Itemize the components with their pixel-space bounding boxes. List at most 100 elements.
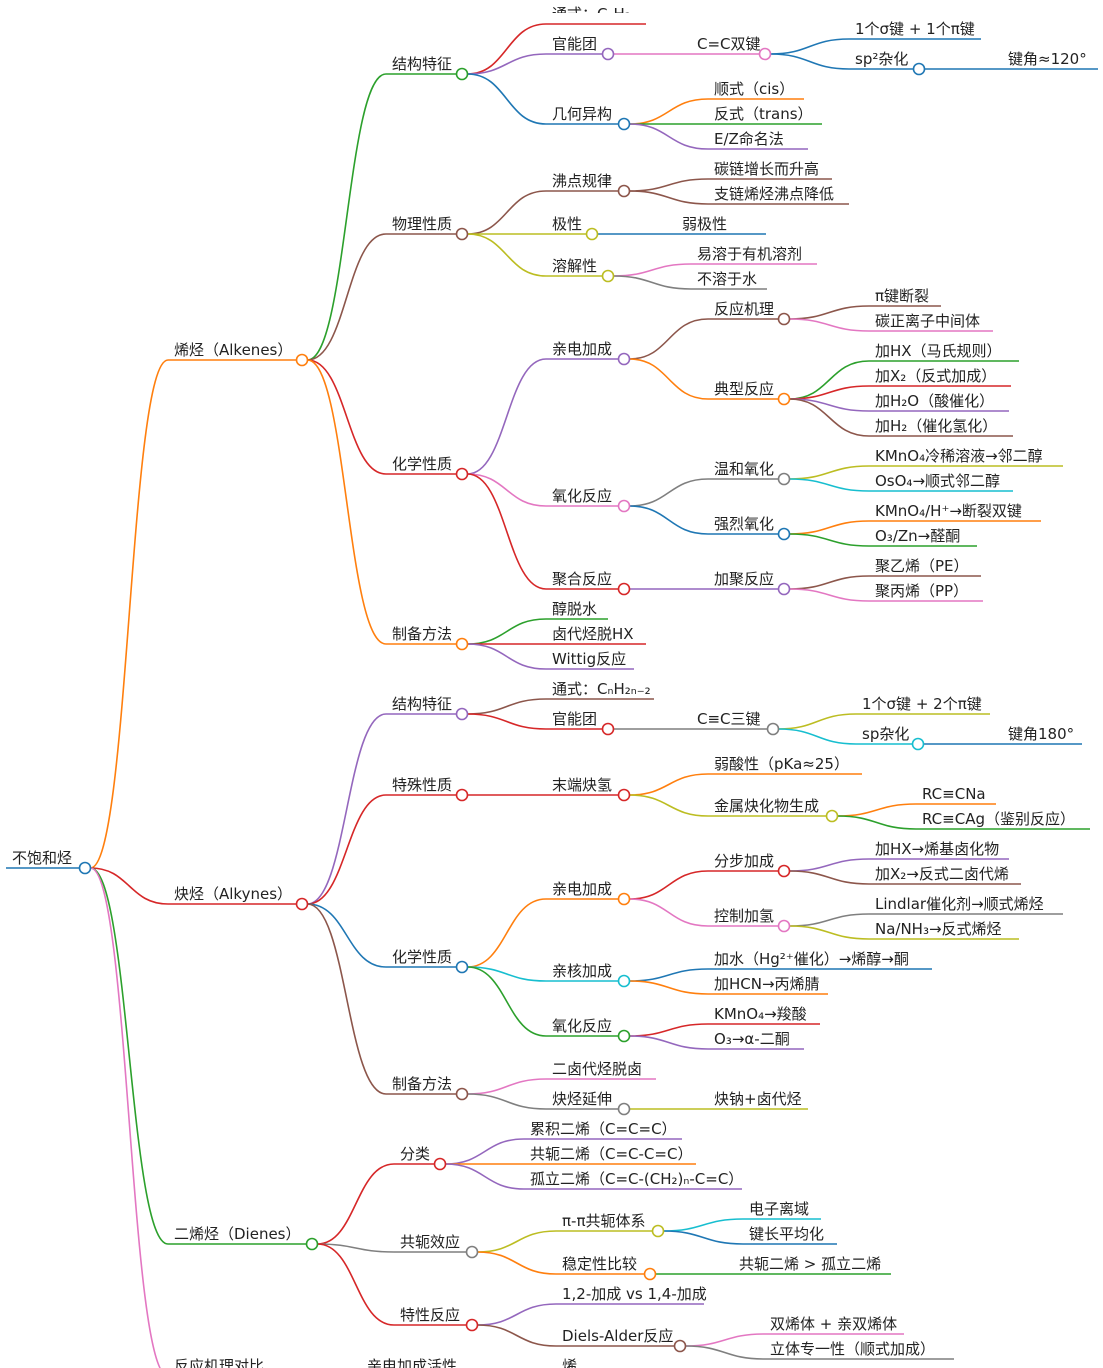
- node-toggle[interactable]: [777, 312, 791, 326]
- branch-connector: [789, 533, 870, 547]
- node-label: Wittig反应: [552, 650, 626, 668]
- branch-connector: [467, 473, 547, 590]
- node-label: 反式（trans）: [714, 105, 813, 123]
- node-toggle[interactable]: [777, 582, 791, 596]
- branch-connector: [613, 275, 692, 290]
- node-toggle[interactable]: [651, 1224, 665, 1238]
- branch-connector: [789, 478, 870, 492]
- branch-connector: [467, 358, 547, 475]
- node-toggle[interactable]: [617, 974, 631, 988]
- node-label: 加HCN→丙烯腈: [714, 975, 820, 993]
- node-label: 典型反应: [714, 380, 774, 398]
- node-toggle[interactable]: [78, 861, 92, 875]
- node-toggle[interactable]: [673, 1339, 687, 1353]
- node-toggle[interactable]: [617, 117, 631, 131]
- branch-connector: [685, 1345, 765, 1360]
- node-label: 顺式（cis）: [714, 80, 794, 98]
- node-label: 加HX→烯基卤化物: [875, 840, 999, 858]
- branch-connector: [467, 190, 547, 235]
- node-label: E/Z命名法: [714, 130, 784, 148]
- node-label: 加X₂→反式二卤代烯: [875, 865, 1009, 883]
- node-toggle[interactable]: [601, 47, 615, 61]
- node-toggle[interactable]: [617, 582, 631, 596]
- node-toggle[interactable]: [777, 527, 791, 541]
- node-toggle[interactable]: [777, 919, 791, 933]
- branch-connector: [467, 1093, 547, 1110]
- node-toggle[interactable]: [617, 1102, 631, 1116]
- node-toggle[interactable]: [455, 67, 469, 81]
- branch-connector: [663, 1218, 744, 1232]
- node-label: 烯: [562, 1357, 577, 1368]
- node-toggle[interactable]: [455, 788, 469, 802]
- node-toggle[interactable]: [295, 353, 309, 367]
- node-label: RC≡CAg（鉴别反应）: [922, 810, 1075, 828]
- node-toggle[interactable]: [617, 352, 631, 366]
- branch-connector: [307, 903, 387, 968]
- branch-connector: [307, 359, 387, 475]
- node-toggle[interactable]: [585, 227, 599, 241]
- node-toggle[interactable]: [911, 737, 925, 751]
- node-toggle[interactable]: [617, 788, 631, 802]
- node-toggle[interactable]: [825, 809, 839, 823]
- branch-connector: [629, 123, 709, 150]
- node-toggle[interactable]: [455, 1087, 469, 1101]
- node-label: 二烯烃（Dienes）: [174, 1225, 301, 1243]
- node-toggle[interactable]: [777, 472, 791, 486]
- node-label: 孤立二烯（C=C-(CH₂)ₙ-C=C）: [530, 1170, 743, 1188]
- node-toggle[interactable]: [617, 184, 631, 198]
- node-toggle[interactable]: [777, 392, 791, 406]
- branch-connector: [467, 966, 547, 1037]
- node-toggle[interactable]: [617, 1029, 631, 1043]
- node-toggle[interactable]: [617, 892, 631, 906]
- branch-connector: [467, 1078, 547, 1095]
- node-toggle[interactable]: [601, 722, 615, 736]
- node-label: 氧化反应: [552, 1017, 612, 1035]
- node-label: 1,2-加成 vs 1,4-加成: [562, 1285, 707, 1303]
- branch-connector: [467, 618, 547, 645]
- branch-connector: [789, 360, 870, 400]
- branch-connector: [629, 478, 709, 507]
- node-toggle[interactable]: [643, 1267, 657, 1281]
- branch-connector: [629, 505, 709, 535]
- node-toggle[interactable]: [455, 637, 469, 651]
- node-toggle[interactable]: [601, 269, 615, 283]
- branch-connector: [467, 698, 547, 715]
- node-label: 反应机理: [714, 300, 774, 318]
- node-toggle[interactable]: [758, 47, 772, 61]
- node-toggle[interactable]: [455, 227, 469, 241]
- node-toggle[interactable]: [455, 960, 469, 974]
- node-toggle[interactable]: [455, 707, 469, 721]
- node-label: 立体专一性（顺式加成）: [770, 1340, 935, 1358]
- branch-connector: [317, 1243, 395, 1253]
- node-label: RC≡CNa: [922, 785, 986, 803]
- branch-connector: [629, 870, 709, 900]
- node-toggle[interactable]: [295, 897, 309, 911]
- node-toggle[interactable]: [617, 499, 631, 513]
- branch-connector: [789, 575, 870, 590]
- node-label: 结构特征: [392, 695, 452, 713]
- node-toggle[interactable]: [465, 1245, 479, 1259]
- node-toggle[interactable]: [433, 1157, 447, 1171]
- node-label: 物理性质: [392, 215, 452, 233]
- node-label: 官能团: [552, 35, 597, 53]
- node-label: Na/NH₃→反式烯烃: [875, 920, 1002, 938]
- node-label: C≡C三键: [697, 710, 761, 728]
- node-toggle[interactable]: [465, 1318, 479, 1332]
- node-toggle[interactable]: [455, 467, 469, 481]
- branch-connector: [837, 803, 917, 817]
- node-toggle[interactable]: [912, 62, 926, 76]
- branch-connector: [317, 1243, 395, 1326]
- branch-connector: [307, 233, 387, 361]
- branch-connector: [789, 925, 870, 940]
- node-label: 制备方法: [392, 1075, 452, 1093]
- node-toggle[interactable]: [777, 864, 791, 878]
- node-label: 分类: [400, 1145, 430, 1163]
- branch-connector: [307, 73, 387, 361]
- node-toggle[interactable]: [766, 722, 780, 736]
- node-label: 键角≈120°: [1008, 50, 1087, 68]
- node-label: 醇脱水: [552, 600, 597, 618]
- node-toggle[interactable]: [305, 1237, 319, 1251]
- node-label: 官能团: [552, 710, 597, 728]
